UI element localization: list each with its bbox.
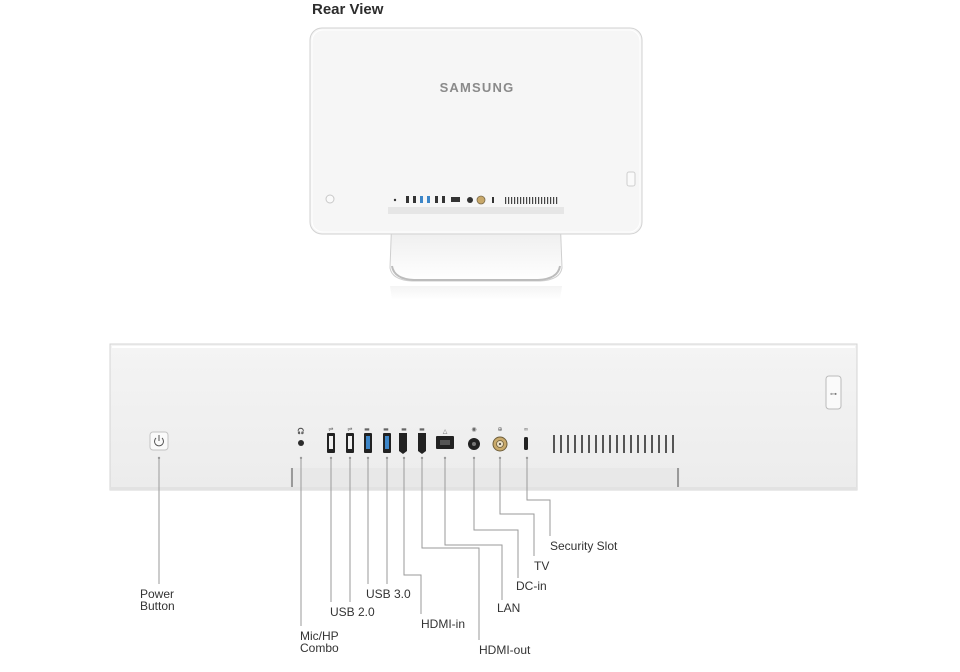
vent-grille <box>553 435 674 453</box>
label-hdmi-out: HDMI-out <box>479 643 531 657</box>
label-mic-line2: Combo <box>300 641 339 655</box>
hdmi-in-port <box>399 433 407 454</box>
coax-icon: ⊕ <box>497 426 502 433</box>
ports <box>298 433 528 454</box>
usb-icon: ⇌ <box>328 426 333 433</box>
side-button <box>825 375 842 410</box>
svg-text:◉: ◉ <box>471 426 476 433</box>
label-tv: TV <box>534 559 550 573</box>
svg-text:▬: ▬ <box>419 426 425 433</box>
svg-text:▬: ▬ <box>401 426 407 433</box>
hdmi-out-port <box>418 433 426 454</box>
lock-icon: ∞ <box>524 426 529 433</box>
leader-lines <box>158 458 551 640</box>
port-panel: ⊶ 🎧 ⇌ ⇌ ▬ ▬ ▬ ▬ △ ◉ ⊕ ∞ <box>109 343 858 491</box>
label-mic-line1: Mic/HP <box>300 629 339 643</box>
label-power-line1: Power <box>140 587 175 601</box>
label-mic-hp-combo: Mic/HP Combo <box>300 630 339 654</box>
monitor-rear-thumbnail <box>309 27 643 300</box>
mic-hp-port <box>298 440 304 446</box>
label-hdmi-in: HDMI-in <box>421 617 465 631</box>
svg-text:▬: ▬ <box>383 426 389 433</box>
lan-icon: △ <box>443 428 448 435</box>
svg-text:▬: ▬ <box>364 426 370 433</box>
label-usb3: USB 3.0 <box>366 587 411 601</box>
label-dc-in: DC-in <box>516 579 547 593</box>
security-slot <box>524 437 528 450</box>
power-icon <box>149 431 169 451</box>
label-power-button: Power Button <box>140 588 175 612</box>
label-usb2: USB 2.0 <box>330 605 375 619</box>
brand-logo: SAMSUNG <box>440 80 515 95</box>
label-power-line2: Button <box>140 599 175 613</box>
svg-text:⇌: ⇌ <box>347 426 352 433</box>
svg-text:⊶: ⊶ <box>830 390 837 398</box>
headset-icon: 🎧 <box>297 427 304 435</box>
page-title: Rear View <box>312 1 384 18</box>
label-security-slot: Security Slot <box>550 539 618 553</box>
label-lan: LAN <box>497 601 521 615</box>
